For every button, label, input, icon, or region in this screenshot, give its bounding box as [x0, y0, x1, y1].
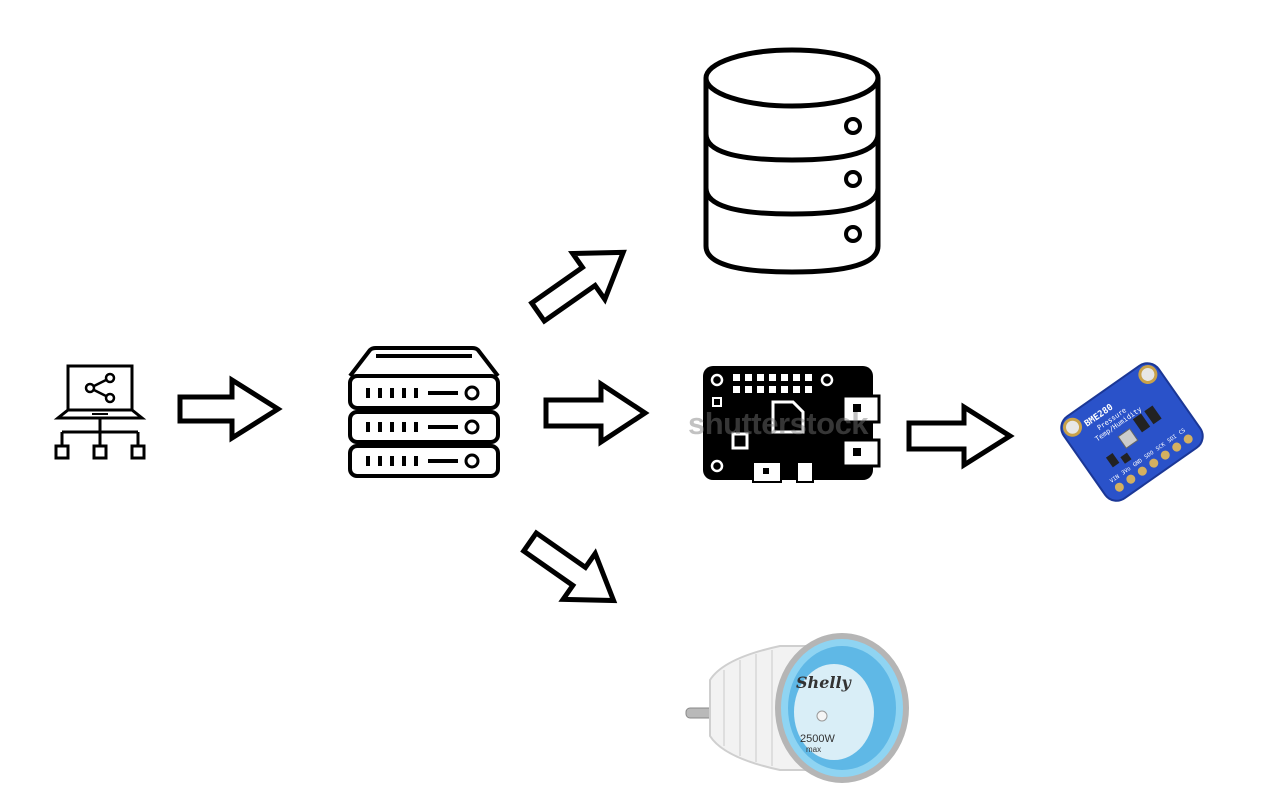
- sensor-board-icon: BME280 Pressure Temp/Humidity CS SDI SCK…: [1052, 362, 1212, 504]
- plug-rating-sub-label: max: [806, 745, 821, 754]
- watermark-text: shutterstock: [688, 406, 869, 441]
- sensor-pin-label: SDI: [1167, 434, 1179, 445]
- arrow-server-to-database: [528, 249, 640, 330]
- sensor-pin-label: SDO: [1144, 450, 1156, 461]
- plug-brand-label: Shelly: [796, 673, 853, 692]
- sensor-pin-label: SCK: [1155, 441, 1167, 452]
- laptop-network-icon: [52, 362, 152, 462]
- arrow-board-to-sensor: [906, 402, 1015, 470]
- arrow-laptop-to-server: [177, 375, 283, 443]
- arrow-server-to-plug: [520, 526, 632, 606]
- server-rack-icon: [348, 346, 500, 478]
- sensor-pin-label: 3Vo: [1121, 466, 1133, 477]
- sensor-pin-label: CS: [1178, 428, 1187, 437]
- arrow-server-to-board: [543, 379, 650, 447]
- sensor-pin-label: GND: [1132, 458, 1144, 469]
- database-icon: [702, 46, 882, 275]
- smart-plug-icon: Shelly 2500W max: [684, 630, 910, 783]
- pcb-board-icon: [703, 366, 883, 483]
- plug-rating-label: 2500W: [800, 733, 835, 745]
- sensor-pin-label: VIN: [1109, 474, 1121, 485]
